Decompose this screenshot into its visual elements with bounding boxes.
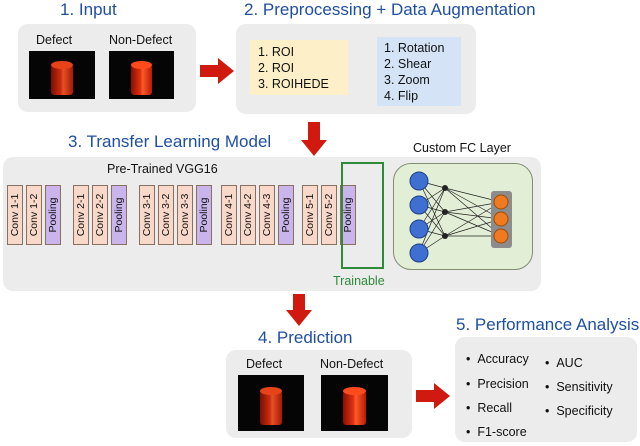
- layer-label: Pooling: [280, 197, 292, 233]
- layer-label: Conv 5-1: [304, 193, 316, 237]
- pooling-layer: Pooling: [196, 185, 212, 245]
- layer-label: Conv 2-2: [94, 193, 106, 237]
- custom-fc-label: Custom FC Layer: [413, 141, 511, 155]
- metric-item: • Specificity: [545, 404, 613, 418]
- conv-layer: Conv 4-1: [221, 185, 237, 245]
- conv-layer: Conv 1-1: [7, 185, 23, 245]
- preprocessing-item: 2. ROI: [258, 61, 295, 75]
- conv-layer: Conv 5-1: [302, 185, 318, 245]
- trainable-label: Trainable: [333, 274, 385, 288]
- augmentation-item: 3. Zoom: [384, 73, 430, 87]
- layer-label: Conv 5-2: [323, 193, 335, 237]
- layer-label: Conv 4-2: [242, 193, 254, 237]
- pooling-layer: Pooling: [340, 185, 356, 245]
- arrow-prediction-to-performance: [416, 383, 450, 409]
- input-non-defect-label: Non-Defect: [109, 33, 173, 47]
- pooling-layer: Pooling: [45, 185, 61, 245]
- fc-network: [409, 171, 512, 263]
- conv-layer: Conv 4-2: [240, 185, 256, 245]
- prediction-defect-label: Defect: [246, 357, 283, 371]
- metric-item: • AUC: [545, 356, 583, 370]
- layer-label: Conv 1-1: [9, 193, 21, 237]
- augmentation-item: 4. Flip: [384, 89, 419, 103]
- metric-item: • Precision: [466, 377, 529, 391]
- input-defect-image: [29, 51, 95, 99]
- conv-layer: Conv 3-1: [139, 185, 155, 245]
- step-input-title: 1. Input: [60, 0, 117, 19]
- step-transfer-title: 3. Transfer Learning Model: [68, 132, 272, 151]
- preprocessing-list: 1. ROI 2. ROI 3. ROIHEDE: [258, 44, 329, 92]
- conv-layer: Conv 5-2: [321, 185, 337, 245]
- augmentation-box: [377, 37, 461, 106]
- input-defect-label: Defect: [36, 33, 73, 47]
- layer-label: Conv 2-1: [75, 193, 87, 237]
- prediction-non-defect-label: Non-Defect: [320, 357, 384, 371]
- step-preprocessing-title: 2. Preprocessing + Data Augmentation: [244, 0, 536, 19]
- arrow-model-to-prediction: [286, 294, 312, 326]
- conv-layer: Conv 3-3: [177, 185, 193, 245]
- conv-layer: Conv 1-2: [26, 185, 42, 245]
- layer-label: Conv 1-2: [28, 193, 40, 237]
- performance-panel: [455, 337, 637, 442]
- conv-layer: Conv 2-1: [73, 185, 89, 245]
- preprocessing-item: 1. ROI: [258, 45, 295, 59]
- augmentation-list: 1. Rotation 2. Shear 3. Zoom 4. Flip: [384, 40, 444, 104]
- layer-label: Conv 4-1: [223, 193, 235, 237]
- pooling-layer: Pooling: [111, 185, 127, 245]
- conv-layer: Conv 4-3: [259, 185, 275, 245]
- step-prediction-title: 4. Prediction: [258, 328, 353, 347]
- layer-label: Conv 3-2: [160, 193, 172, 237]
- conv-layer: Conv 3-2: [158, 185, 174, 245]
- metric-item: • F1-score: [466, 425, 527, 439]
- preprocessing-box: [250, 40, 348, 95]
- conv-layer: Conv 2-2: [92, 185, 108, 245]
- metric-item: • Sensitivity: [545, 380, 613, 394]
- trainable-highlight: [341, 162, 384, 269]
- arrow-input-to-preprocessing: [200, 58, 234, 84]
- augmentation-item: 1. Rotation: [384, 41, 445, 55]
- layer-label: Pooling: [113, 197, 125, 233]
- arrow-preprocessing-to-model: [301, 122, 327, 156]
- layer-label: Pooling: [198, 197, 210, 233]
- layer-label: Conv 4-3: [261, 193, 273, 237]
- layer-label: Conv 3-3: [179, 193, 191, 237]
- input-non-defect-image: [109, 51, 174, 99]
- layer-label: Conv 3-1: [141, 193, 153, 237]
- vgg16-label: Pre-Trained VGG16: [107, 162, 218, 176]
- layer-label: Pooling: [47, 197, 59, 233]
- step-performance-title: 5. Performance Analysis: [456, 315, 640, 334]
- metric-item: • Accuracy: [466, 352, 529, 366]
- preprocessing-item: 3. ROIHEDE: [258, 77, 329, 91]
- pooling-layer: Pooling: [278, 185, 294, 245]
- augmentation-item: 2. Shear: [384, 57, 432, 71]
- prediction-non-defect-image: [321, 375, 388, 431]
- prediction-defect-image: [238, 375, 304, 431]
- metric-item: • Recall: [466, 401, 513, 415]
